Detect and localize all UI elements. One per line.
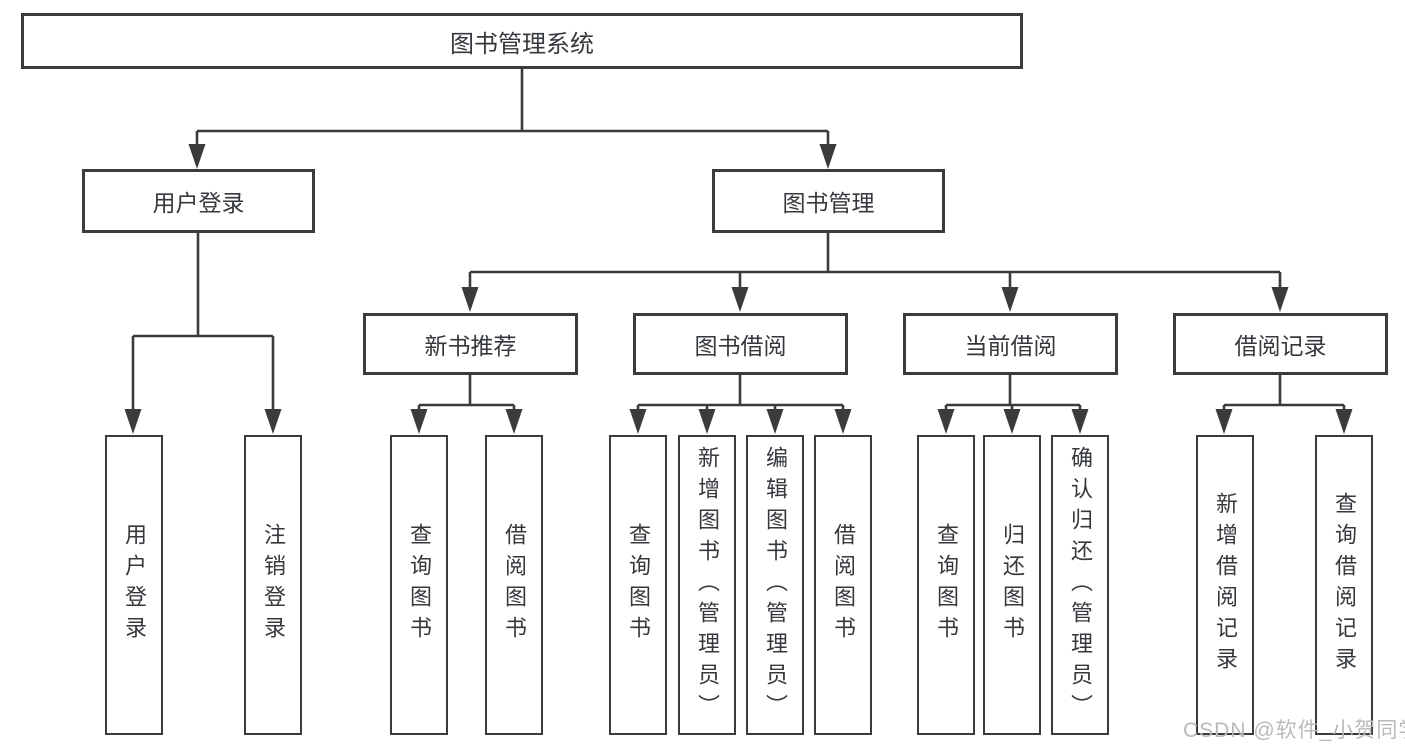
- node-current-borrow: 当前借阅: [903, 313, 1118, 375]
- connector-bookmgmt-to-level3: [468, 230, 1282, 306]
- leaf-label: 新增借阅记录: [1213, 492, 1238, 678]
- arrowhead: [124, 409, 142, 434]
- leaf-label: 新增图书（管理员）: [695, 445, 720, 725]
- connector-root-to-level2: [195, 66, 830, 162]
- node-label: 借阅记录: [1234, 333, 1327, 359]
- node-label: 当前借阅: [964, 333, 1057, 359]
- arrowhead: [731, 287, 749, 312]
- leaf-label: 注销登录: [261, 523, 286, 647]
- node-label: 用户登录: [152, 190, 245, 216]
- leaf-edit-books-admin: 编辑图书（管理员）: [746, 435, 804, 735]
- leaf-label: 查询图书: [626, 523, 651, 647]
- arrowhead: [834, 409, 852, 434]
- leaf-label: 查询图书: [934, 523, 959, 647]
- leaf-label: 查询图书: [407, 523, 432, 647]
- leaf-label: 查询借阅记录: [1332, 492, 1357, 678]
- node-user-login: 用户登录: [82, 169, 315, 233]
- node-book-borrow: 图书借阅: [633, 313, 848, 375]
- arrowhead: [1071, 409, 1089, 434]
- arrowhead: [698, 409, 716, 434]
- leaf-user-login: 用户登录: [105, 435, 163, 735]
- node-borrow-records: 借阅记录: [1173, 313, 1388, 375]
- node-label: 图书管理系统: [450, 30, 594, 58]
- leaf-query-books-recommend: 查询图书: [390, 435, 448, 735]
- node-label: 新书推荐: [424, 333, 517, 359]
- connector-borrow-children: [636, 372, 845, 428]
- leaf-label: 借阅图书: [831, 523, 856, 647]
- node-label: 图书借阅: [694, 333, 787, 359]
- arrowhead: [188, 144, 206, 169]
- leaf-query-books-current: 查询图书: [917, 435, 975, 735]
- arrowhead: [1271, 287, 1289, 312]
- arrowhead: [819, 144, 837, 169]
- leaf-borrow-books-recommend: 借阅图书: [485, 435, 543, 735]
- arrowhead: [1215, 409, 1233, 434]
- leaf-label: 用户登录: [122, 523, 147, 647]
- node-book-management: 图书管理: [712, 169, 945, 233]
- arrowhead: [1335, 409, 1353, 434]
- leaf-query-books-borrow: 查询图书: [609, 435, 667, 735]
- leaf-label: 编辑图书（管理员）: [763, 445, 788, 725]
- leaf-logout: 注销登录: [244, 435, 302, 735]
- arrowhead: [766, 409, 784, 434]
- node-label: 图书管理: [782, 190, 875, 216]
- leaf-label: 借阅图书: [502, 523, 527, 647]
- arrowhead: [264, 409, 282, 434]
- node-system-root: 图书管理系统: [21, 13, 1023, 69]
- leaf-label: 确认归还（管理员）: [1068, 445, 1093, 725]
- connector-records-children: [1222, 372, 1346, 428]
- arrowhead: [410, 409, 428, 434]
- leaf-add-books-admin: 新增图书（管理员）: [678, 435, 736, 735]
- arrowhead: [629, 409, 647, 434]
- leaf-return-books: 归还图书: [983, 435, 1041, 735]
- arrowhead: [505, 409, 523, 434]
- arrowhead: [1003, 409, 1021, 434]
- connector-userlogin-children: [131, 230, 275, 428]
- connector-newbook-children: [417, 372, 516, 428]
- leaf-borrow-books: 借阅图书: [814, 435, 872, 735]
- arrowhead: [461, 287, 479, 312]
- csdn-watermark: CSDN @软件_小贺同学: [1183, 719, 1405, 742]
- node-new-book-recommend: 新书推荐: [363, 313, 578, 375]
- leaf-confirm-return-admin: 确认归还（管理员）: [1051, 435, 1109, 735]
- leaf-add-borrow-record: 新增借阅记录: [1196, 435, 1254, 735]
- leaf-label: 归还图书: [1000, 523, 1025, 647]
- arrowhead: [937, 409, 955, 434]
- leaf-query-borrow-record: 查询借阅记录: [1315, 435, 1373, 735]
- arrowhead: [1001, 287, 1019, 312]
